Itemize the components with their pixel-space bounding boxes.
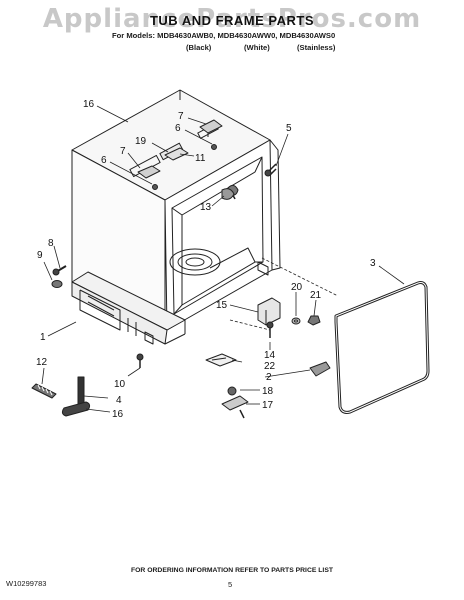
- watermark: AppliancePartsPros.com: [42, 4, 422, 34]
- screw-part-6: [152, 144, 217, 190]
- model-list: For Models: MDB4630AWB0, MDB4630AWW0, MD…: [112, 31, 336, 40]
- screw-part-14: [266, 321, 274, 338]
- callout-3: 3: [370, 258, 376, 269]
- callout-18: 18: [262, 386, 274, 397]
- callout-14: 14: [264, 350, 276, 361]
- spring-part-12: [31, 383, 57, 399]
- clip-part-7-left: [137, 165, 161, 179]
- part-callouts: 16 7 6 19 11 7 6 5 13 8 9 1 3 15 20 21 1…: [36, 99, 376, 420]
- callout-21: 21: [310, 290, 322, 301]
- bracket-part-15: [257, 297, 281, 326]
- nut-part-21: [307, 315, 321, 326]
- page-number: 5: [228, 580, 233, 589]
- callout-9: 9: [37, 250, 43, 261]
- callout-4: 4: [116, 395, 122, 406]
- callout-15: 15: [216, 300, 228, 311]
- callout-7-second: 7: [120, 146, 126, 157]
- label-part-22: [205, 353, 237, 367]
- door-gasket: [334, 281, 430, 414]
- callout-6: 6: [175, 123, 181, 134]
- clip-part-19: [164, 147, 189, 161]
- callout-1: 1: [40, 332, 46, 343]
- callout-22: 22: [264, 361, 276, 372]
- bracket-part-13: [221, 188, 235, 200]
- callout-11: 11: [195, 153, 206, 164]
- strike-part-2: [309, 361, 331, 377]
- washer-part-20: [291, 317, 301, 325]
- callout-13: 13: [200, 202, 212, 213]
- callout-16: 16: [83, 99, 95, 110]
- screw-part-10: [136, 353, 144, 368]
- bracket-part-18: [221, 386, 249, 419]
- screw-part-5: [264, 163, 277, 177]
- callout-17: 17: [262, 400, 274, 411]
- clip-part-7: [199, 119, 223, 137]
- callout-7: 7: [178, 111, 184, 122]
- ordering-note: FOR ORDERING INFORMATION REFER TO PARTS …: [130, 567, 334, 574]
- tub-frame: [71, 89, 281, 345]
- cap-part-16: [61, 401, 91, 417]
- callout-16-second: 16: [112, 409, 124, 420]
- callout-10: 10: [114, 379, 126, 390]
- callout-2: 2: [266, 372, 272, 383]
- finish-stainless: (Stainless): [297, 43, 336, 52]
- callout-8: 8: [48, 238, 54, 249]
- callout-20: 20: [291, 282, 303, 293]
- callout-6-second: 6: [101, 155, 107, 166]
- finish-black: (Black): [186, 43, 212, 52]
- callout-12: 12: [36, 357, 48, 368]
- finish-white: (White): [244, 43, 270, 52]
- callout-19: 19: [135, 136, 147, 147]
- leader-lines: [41, 105, 405, 413]
- document-number: W10299783: [6, 579, 47, 588]
- page-title: TUB AND FRAME PARTS: [149, 13, 315, 28]
- screw-part-8: [51, 265, 67, 288]
- callout-5: 5: [286, 123, 292, 134]
